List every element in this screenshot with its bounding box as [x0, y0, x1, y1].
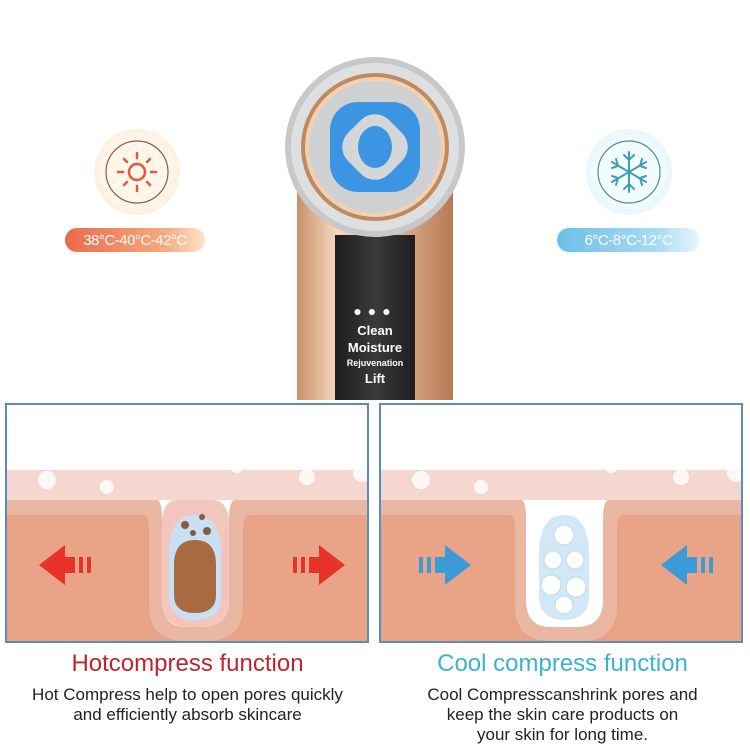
cool-desc-line2: keep the skin care products on [446, 705, 679, 724]
snowflake-icon [597, 140, 661, 204]
hot-desc-line1: Hot Compress help to open pores quickly [32, 685, 343, 704]
inward-arrow-left-blue [661, 545, 713, 585]
hot-compress-description: Hot Compress help to open pores quickly … [0, 685, 375, 725]
cool-compress-illustration [379, 403, 743, 643]
hot-temperature-badge: 38°C-40°C-42°C [65, 228, 205, 252]
cool-desc-line3: your skin for long time. [476, 725, 648, 744]
mode-moisture: Moisture [347, 340, 403, 355]
inward-arrow-right-blue [419, 545, 471, 585]
sun-icon [105, 140, 169, 204]
inward-arrow-left [39, 545, 91, 585]
mode-rejuvenation: Rejuvenation [346, 358, 404, 368]
hot-icon-circle [94, 129, 180, 215]
mode-clean: Clean [357, 323, 393, 338]
mode-indicator-dots: ●●● [353, 303, 397, 319]
device-screen: ●●● Clean Moisture Rejuvenation Lift [335, 235, 415, 400]
beauty-device: ●●● Clean Moisture Rejuvenation Lift [280, 55, 470, 400]
mode-lift: Lift [364, 371, 386, 386]
hot-compress-illustration [5, 403, 369, 643]
cool-desc-line1: Cool Compresscanshrink pores and [427, 685, 698, 704]
hot-compress-title: Hotcompress function [71, 650, 304, 677]
cool-icon-circle [586, 129, 672, 215]
cool-compress-title: Cool compress function [437, 650, 688, 677]
cool-compress-description: Cool Compresscanshrink pores and keep th… [375, 685, 750, 745]
hot-desc-line2: and efficiently absorb skincare [73, 705, 302, 724]
device-head [285, 57, 465, 237]
outward-arrow-right [293, 545, 345, 585]
cool-temperature-badge: 6°C-8°C-12°C [557, 228, 700, 252]
